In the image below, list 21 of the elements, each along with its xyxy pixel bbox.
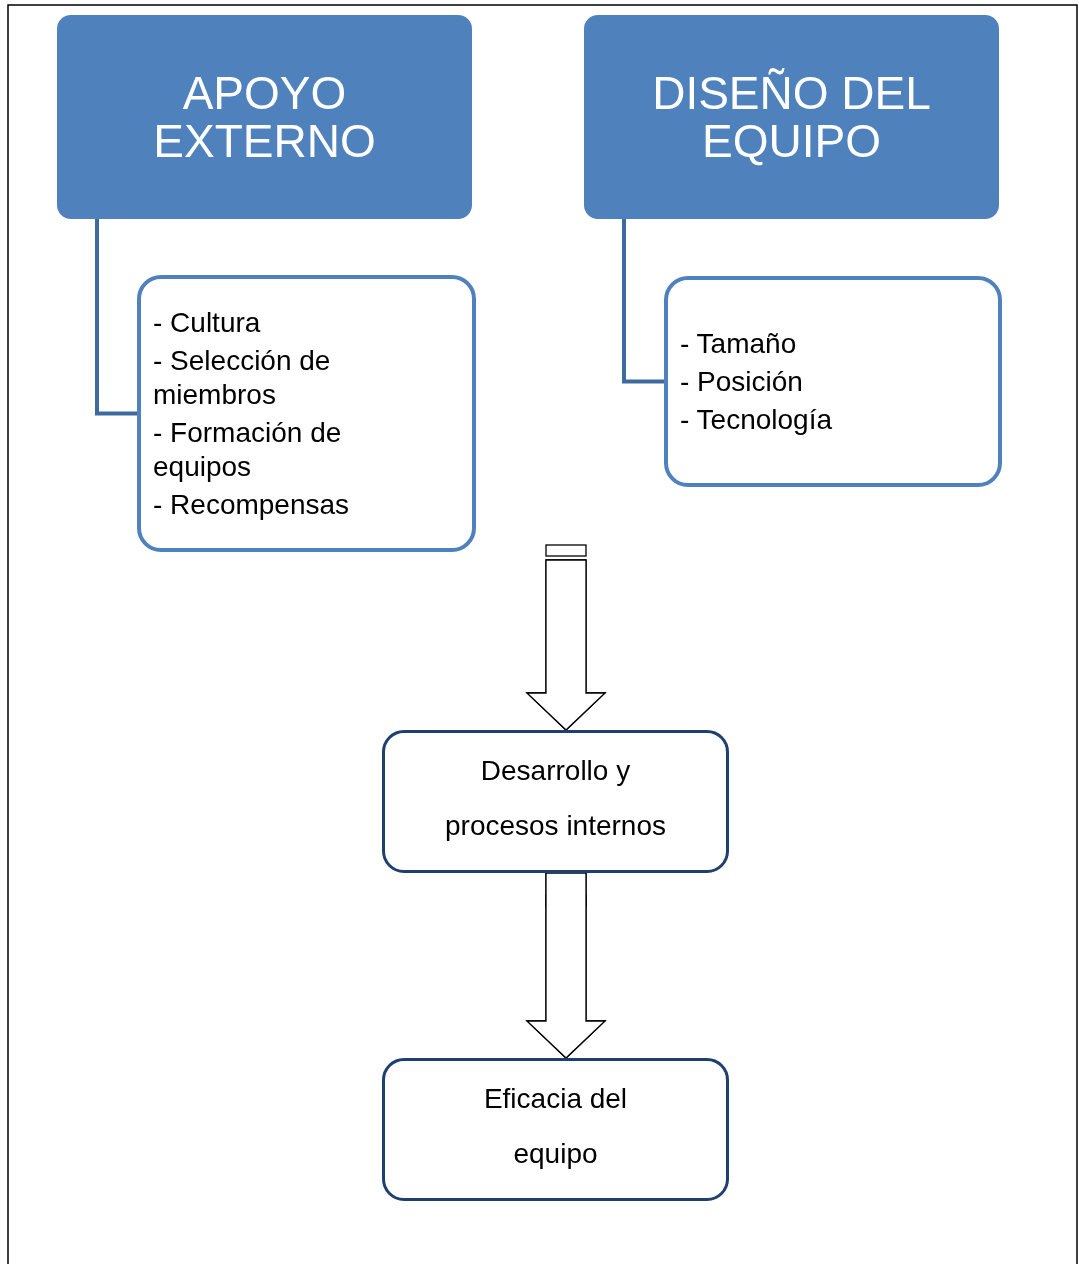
list-box [664, 276, 1002, 487]
list-item: - Recompensas [153, 487, 351, 522]
header-title: APOYO EXTERNO [152, 69, 377, 165]
list-item: - Posición [680, 364, 804, 399]
list-item: - Tecnología [680, 402, 834, 437]
connector-line [95, 219, 137, 416]
connector-line [622, 219, 664, 384]
list-item: - Selección de miembros [153, 343, 332, 412]
box-label: Desarrollo y procesos internos [444, 753, 667, 843]
process-box [382, 730, 729, 873]
list-item: - Tamaño [680, 326, 798, 361]
header-box [584, 15, 999, 219]
block-arrow [525, 872, 607, 1059]
list-item: - Cultura [153, 305, 262, 340]
block-arrow [525, 544, 607, 731]
header-title: DISEÑO DEL EQUIPO [651, 69, 932, 165]
list-box [137, 275, 476, 552]
list-item: - Formación de equipos [153, 415, 343, 484]
box-label: Eficacia del equipo [482, 1081, 629, 1171]
process-box [382, 1058, 729, 1201]
header-box [57, 15, 472, 219]
